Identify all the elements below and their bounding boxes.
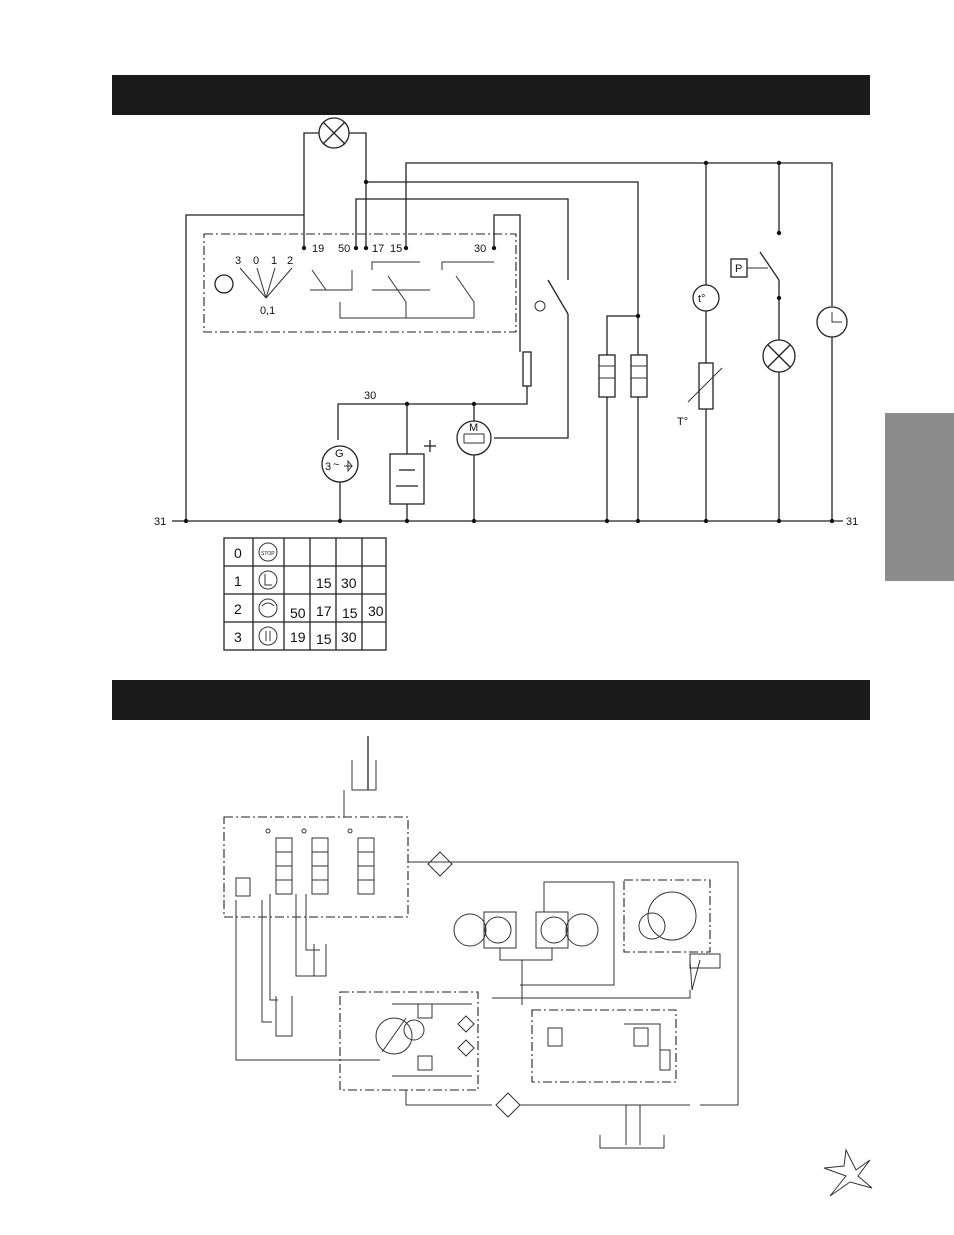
svg-text:30: 30 [368, 603, 384, 619]
svg-text:M: M [469, 422, 478, 434]
table-row-1-pos: 1 [234, 573, 242, 589]
pump-box [339, 991, 479, 1091]
svg-text:50: 50 [290, 605, 306, 621]
svg-text:15: 15 [390, 243, 402, 255]
temperature-gauge-icon [692, 284, 720, 312]
ground-label-left: 31 [154, 516, 166, 528]
temperature-sender-icon [698, 362, 714, 410]
svg-text:P: P [735, 263, 742, 275]
preheat-icon [258, 598, 278, 618]
switch-position-labels: 3 0 1 2 0,1 [235, 255, 293, 317]
switch-sub-label: 0,1 [260, 305, 275, 317]
terminal-labels: 19 50 17 15 30 [312, 243, 486, 255]
ignition-switch-box [203, 233, 517, 333]
brand-logo-icon [823, 1148, 873, 1197]
svg-text:t°: t° [698, 293, 705, 305]
electrical-wiring-diagram: 31 31 3 0 1 2 0,1 19 50 17 15 30 [154, 117, 858, 528]
pump-icon [375, 1017, 413, 1055]
svg-text:17: 17 [316, 603, 332, 619]
ground-label-right: 31 [846, 516, 858, 528]
key-switch-table: 0 1 2 3 STOP 15 30 50 17 15 30 19 15 30 [223, 537, 387, 651]
svg-text:STOP: STOP [261, 551, 275, 557]
stop-icon: STOP [258, 542, 278, 562]
svg-text:0: 0 [253, 255, 259, 267]
table-row-0-pos: 0 [234, 545, 242, 561]
svg-text:30: 30 [474, 243, 486, 255]
section-header-bar-hydraulic [112, 680, 870, 720]
svg-text:T°: T° [677, 416, 688, 428]
aux-motor-box [623, 879, 711, 953]
table-row-2-pos: 2 [234, 601, 242, 617]
relief-valve-box [531, 1009, 677, 1083]
drive-motor-right-icon [540, 916, 568, 944]
hydraulic-diagram [223, 736, 739, 1149]
spool-valves [265, 828, 375, 895]
svg-text:30: 30 [341, 629, 357, 645]
filter-icon [427, 851, 453, 877]
drive-motor-left-icon [484, 916, 512, 944]
svg-text:19: 19 [312, 243, 324, 255]
svg-text:30: 30 [341, 575, 357, 591]
svg-text:~: ~ [333, 459, 339, 471]
svg-text:2: 2 [287, 255, 293, 267]
glow-plug-icon [258, 570, 278, 590]
wire-30-label: 30 [364, 390, 376, 402]
svg-text:17: 17 [372, 243, 384, 255]
key-hole-icon [214, 274, 234, 294]
section-header-bar-electrical [112, 75, 870, 115]
svg-text:19: 19 [290, 629, 306, 645]
return-filter-icon [495, 1092, 521, 1118]
svg-text:15: 15 [316, 631, 332, 647]
svg-text:15: 15 [342, 605, 358, 621]
fuse-icon [522, 351, 532, 387]
glow-plug-relays [598, 354, 648, 398]
svg-text:50: 50 [338, 243, 350, 255]
svg-text:G: G [335, 448, 344, 460]
table-row-3-pos: 3 [234, 629, 242, 645]
start-icon [258, 626, 278, 646]
svg-text:3: 3 [235, 255, 241, 267]
svg-text:15: 15 [316, 575, 332, 591]
svg-text:3: 3 [325, 461, 331, 473]
control-valve-block [223, 816, 409, 918]
hydraulic-tank [599, 1135, 665, 1149]
side-tab-marker [885, 413, 954, 581]
battery-icon [389, 453, 425, 505]
svg-text:1: 1 [271, 255, 277, 267]
